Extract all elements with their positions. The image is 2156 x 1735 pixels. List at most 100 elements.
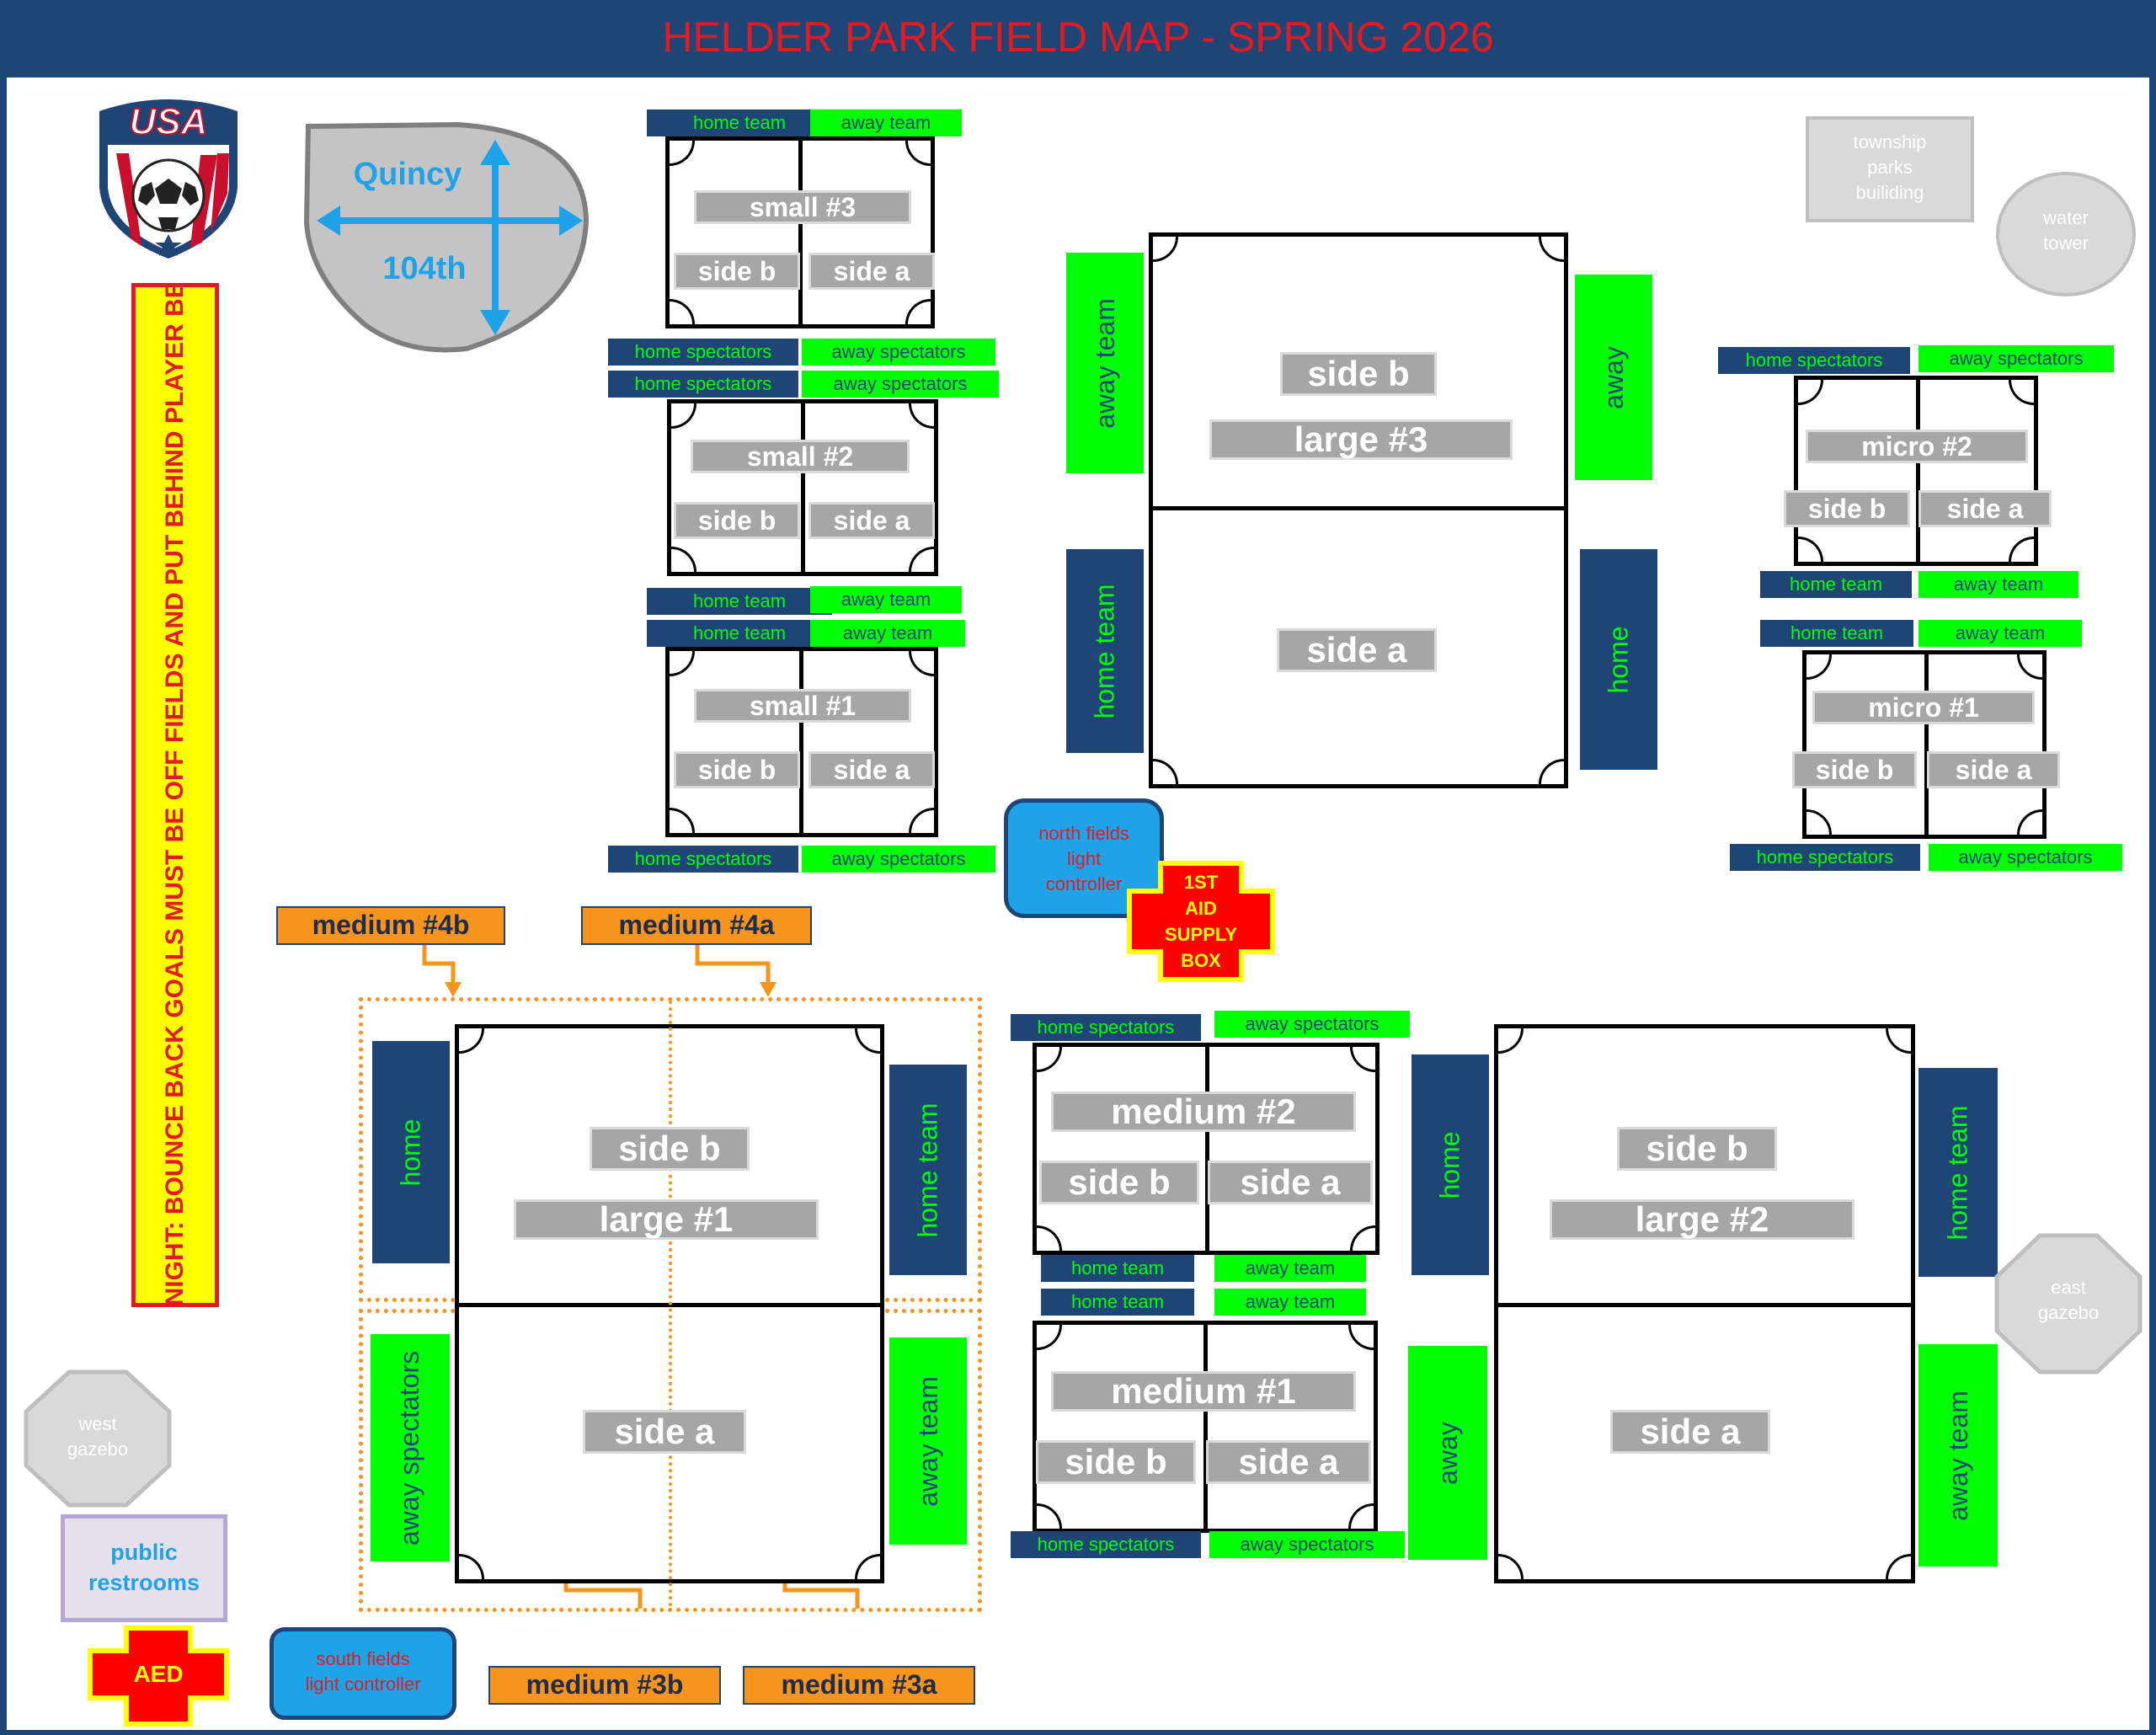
overlay-medium-4a: medium #4a	[581, 906, 812, 945]
large1-side-a: side a	[583, 1410, 746, 1454]
micro2-side-a: side a	[1919, 490, 2052, 527]
small2-home-team: home team	[647, 588, 832, 615]
logo-text: USA	[129, 100, 209, 143]
micro2-name: micro #2	[1806, 430, 2028, 463]
small3-away-team: away team	[810, 109, 962, 136]
compass-shape: Quincy 104th	[298, 121, 593, 354]
east-gazebo: east gazebo	[1994, 1233, 2143, 1375]
large3-away: away	[1575, 275, 1652, 480]
large2-side-a: side a	[1610, 1410, 1770, 1454]
field-medium-1	[1033, 1321, 1378, 1533]
logo-subtext: UNITED SOCCER ATHLETES	[122, 145, 215, 152]
medium2-side-b: side b	[1039, 1161, 1199, 1204]
first-aid-line4: BOX	[1181, 950, 1221, 971]
medium1-away-spectators: away spectators	[1209, 1531, 1405, 1558]
west-gazebo-line2: gazebo	[67, 1439, 129, 1460]
township-parks-building: township parks builiding	[1806, 116, 1974, 222]
large3-away-team: away team	[1066, 253, 1144, 473]
large1-away-team: away team	[889, 1337, 967, 1545]
small3-side-a: side a	[808, 253, 935, 290]
field-large-3	[1149, 232, 1568, 788]
compass-north-street: Quincy	[353, 157, 462, 192]
small1-away-spectators: away spectators	[802, 846, 995, 873]
field-micro-1	[1802, 650, 2047, 839]
micro1-away-team: away team	[1919, 620, 2082, 647]
large2-home: home	[1412, 1054, 1489, 1275]
large2-home-team: home team	[1919, 1068, 1998, 1277]
small1-side-b: side b	[674, 751, 800, 788]
large2-side-b: side b	[1617, 1127, 1777, 1171]
small2-side-b: side b	[674, 502, 800, 539]
south-fields-light-controller[interactable]: south fields light controller	[270, 1627, 456, 1720]
medium2-home-spectators: home spectators	[1011, 1014, 1201, 1041]
large3-side-a: side a	[1277, 628, 1437, 672]
map-canvas: USA UNITED SOCCER ATHLETES Quincy 104th …	[7, 77, 2149, 1730]
small2-away-team: away team	[810, 586, 962, 613]
large3-home-team: home team	[1066, 549, 1144, 753]
small2-home-spectators: home spectators	[608, 371, 798, 398]
micro1-away-spectators: away spectators	[1929, 844, 2122, 871]
medium1-home-team: home team	[1041, 1289, 1194, 1316]
west-gazebo-line1: west	[78, 1413, 117, 1434]
field-large-2	[1494, 1024, 1915, 1583]
micro2-away-team: away team	[1919, 571, 2079, 598]
overlay-medium-4b: medium #4b	[276, 906, 505, 945]
small2-side-a: side a	[808, 502, 935, 539]
micro1-side-a: side a	[1927, 751, 2060, 788]
large3-side-b: side b	[1280, 352, 1437, 396]
micro1-name: micro #1	[1812, 691, 2035, 724]
large1-away-spectators: away spectators	[371, 1334, 450, 1562]
large1-home: home	[372, 1041, 450, 1263]
micro2-home-spectators: home spectators	[1718, 347, 1910, 374]
large1-name: large #1	[514, 1199, 819, 1240]
micro2-away-spectators: away spectators	[1919, 345, 2114, 372]
small1-name: small #1	[694, 689, 911, 723]
small3-name: small #3	[694, 190, 911, 224]
overlay-medium-3a: medium #3a	[743, 1666, 975, 1705]
field-small-3	[665, 136, 935, 328]
compass-south-street: 104th	[382, 251, 467, 286]
small1-home-team: home team	[647, 620, 832, 647]
west-gazebo: west gazebo	[24, 1369, 172, 1508]
overlay-split-line	[669, 1001, 672, 1607]
east-gazebo-line2: gazebo	[2037, 1302, 2100, 1323]
small3-home-spectators: home spectators	[608, 339, 798, 366]
aed-station[interactable]: AED	[88, 1626, 229, 1727]
medium1-side-a: side a	[1206, 1440, 1371, 1484]
page-title: HELDER PARK FIELD MAP - SPRING 2026	[662, 13, 1494, 61]
micro1-home-team: home team	[1760, 620, 1913, 647]
field-medium-2	[1033, 1043, 1380, 1255]
large2-away: away	[1408, 1346, 1487, 1560]
medium2-name: medium #2	[1051, 1092, 1356, 1132]
small2-away-spectators: away spectators	[802, 371, 999, 398]
medium1-side-b: side b	[1036, 1440, 1196, 1484]
north-fields-light-controller[interactable]: north fields light controller	[1004, 798, 1164, 918]
water-tower: water tower	[1996, 172, 2136, 296]
large2-name: large #2	[1550, 1199, 1854, 1240]
medium1-home-spectators: home spectators	[1011, 1531, 1201, 1558]
east-gazebo-line1: east	[2051, 1277, 2086, 1298]
public-restrooms: public restrooms	[61, 1514, 227, 1622]
first-aid-line2: AID	[1185, 898, 1217, 919]
micro1-home-spectators: home spectators	[1730, 844, 1920, 871]
large3-name: large #3	[1209, 419, 1513, 460]
medium1-name: medium #1	[1051, 1371, 1356, 1412]
warning-banner: EVERY NIGHT: BOUNCE BACK GOALS MUST BE O…	[131, 283, 219, 1307]
medium2-away-spectators: away spectators	[1214, 1011, 1410, 1038]
first-aid-box[interactable]: 1ST AID SUPPLY BOX	[1127, 861, 1275, 982]
usa-logo: USA UNITED SOCCER ATHLETES	[91, 94, 246, 263]
large2-away-team: away team	[1919, 1344, 1998, 1567]
large1-side-b: side b	[590, 1127, 750, 1171]
micro2-side-b: side b	[1784, 490, 1910, 527]
medium2-away-team: away team	[1214, 1255, 1366, 1282]
medium2-home-team: home team	[1041, 1255, 1194, 1282]
field-small-2	[667, 399, 938, 576]
large1-home-team: home team	[889, 1065, 967, 1275]
large3-home: home	[1580, 549, 1657, 770]
aed-label: AED	[133, 1661, 184, 1687]
first-aid-line1: 1ST	[1183, 872, 1219, 893]
field-micro-2	[1794, 376, 2038, 566]
medium1-away-team: away team	[1214, 1289, 1366, 1316]
small3-side-b: side b	[674, 253, 800, 290]
